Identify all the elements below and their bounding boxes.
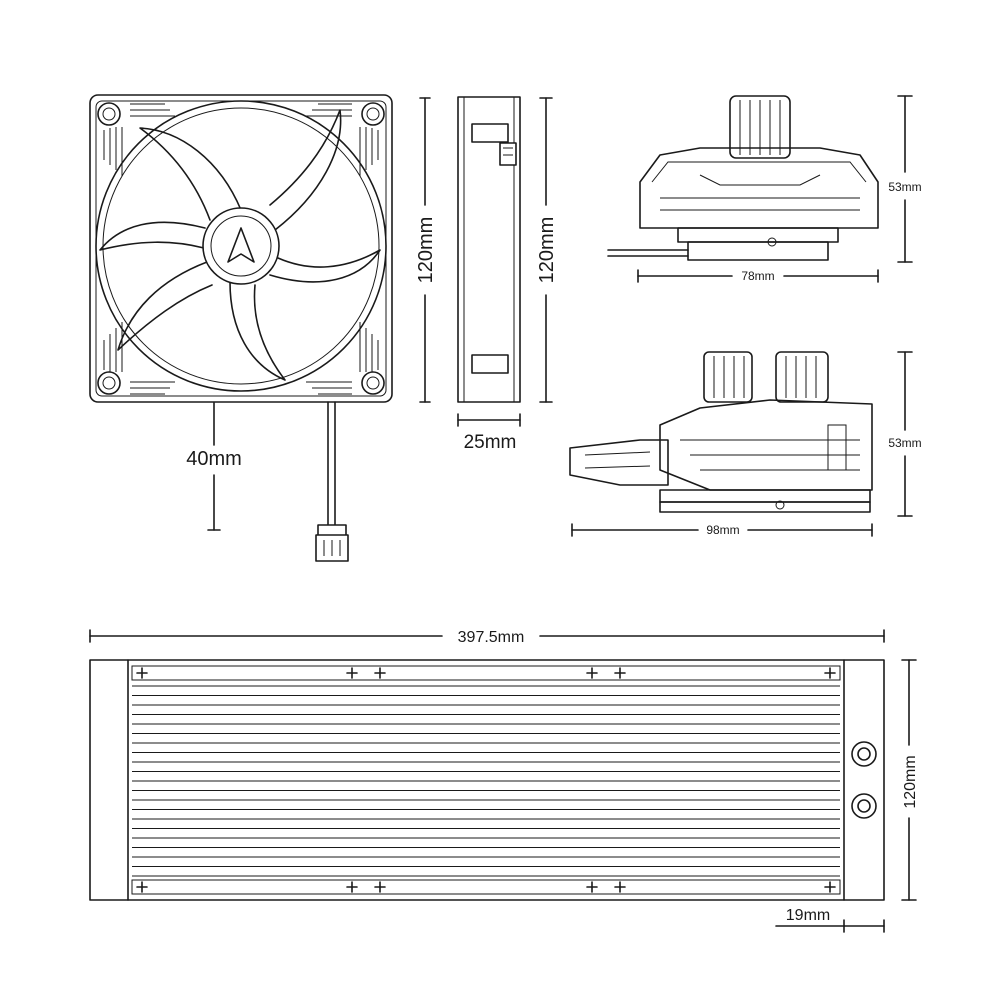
pump-side-height-label: 53mm bbox=[888, 436, 921, 450]
radiator-end-width-label: 19mm bbox=[786, 907, 830, 924]
screw-hole-icon bbox=[586, 881, 598, 893]
fan-side-height-dimension: 120mm bbox=[536, 97, 558, 403]
fan-depth-dimension: 25mm bbox=[457, 413, 521, 453]
pump-top-height-dimension: 53mm bbox=[888, 95, 922, 263]
radiator-end-width-dimension: 19mm bbox=[775, 907, 885, 933]
pump-side-height-dimension: 53mm bbox=[888, 351, 922, 517]
pump-top-width-label: 78mm bbox=[741, 269, 774, 283]
screw-hole-icon bbox=[586, 667, 598, 679]
fan-depth-label: 25mm bbox=[464, 432, 517, 453]
radiator-height-label: 120mm bbox=[902, 755, 919, 808]
fan-side-height-label: 120mm bbox=[536, 217, 558, 284]
radiator-fins bbox=[132, 685, 840, 877]
pump-top-width-dimension: 78mm bbox=[637, 269, 879, 283]
fan-side-view bbox=[457, 96, 521, 403]
screw-hole-icon bbox=[824, 881, 836, 893]
fan-front-view bbox=[89, 94, 393, 403]
radiator-ports bbox=[851, 741, 877, 819]
screw-hole-icon bbox=[136, 881, 148, 893]
radiator-height-dimension: 120mm bbox=[901, 659, 919, 901]
screw-hole-icon bbox=[374, 667, 386, 679]
radiator-view bbox=[89, 659, 885, 901]
pump-side-view bbox=[569, 351, 873, 513]
arctic-logo-icon bbox=[227, 227, 255, 263]
radiator-length-dimension: 397.5mm bbox=[89, 629, 885, 646]
screw-hole-icon bbox=[614, 667, 626, 679]
screw-hole-icon bbox=[346, 881, 358, 893]
fan-height-dimension: 120mm bbox=[415, 97, 437, 403]
radiator-screw-holes bbox=[136, 667, 836, 893]
fan-frame-ribs bbox=[103, 103, 379, 395]
screw-hole-icon bbox=[614, 881, 626, 893]
pump-side-width-label: 98mm bbox=[706, 523, 739, 537]
fan-mounting-holes bbox=[97, 102, 385, 395]
screw-hole-icon bbox=[824, 667, 836, 679]
pump-top-height-label: 53mm bbox=[888, 180, 921, 194]
screw-hole-icon bbox=[374, 881, 386, 893]
fan-blades bbox=[99, 109, 381, 381]
fan-height-label: 120mm bbox=[415, 217, 437, 284]
pump-front-view bbox=[607, 95, 879, 261]
screw-hole-icon bbox=[346, 667, 358, 679]
radiator-length-label: 397.5mm bbox=[458, 629, 525, 646]
cable-length-label: 40mm bbox=[186, 448, 242, 470]
fan-cable bbox=[315, 401, 349, 562]
screw-hole-icon bbox=[136, 667, 148, 679]
cable-length-dimension: 40mm bbox=[186, 402, 242, 531]
pump-side-width-dimension: 98mm bbox=[571, 523, 873, 537]
